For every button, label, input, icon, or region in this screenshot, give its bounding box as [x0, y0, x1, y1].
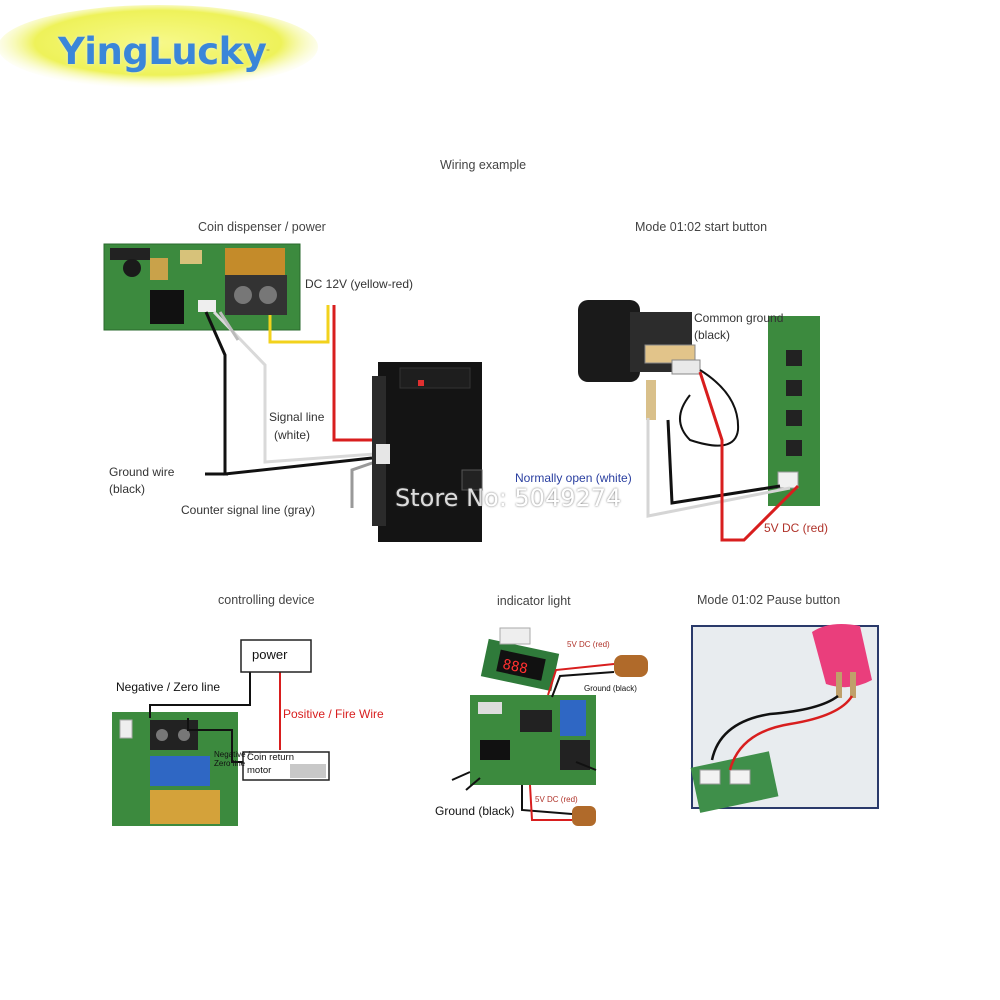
start-5vdc-label: 5V DC (red): [764, 521, 829, 535]
logo-ellipse: [0, 5, 318, 89]
positive-fire-label: Positive / Fire Wire: [283, 707, 384, 721]
svg-text:888: 888: [501, 657, 529, 678]
ground-wire-label: Ground wire: [109, 465, 175, 479]
coin-panel-caption: Coin dispenser / power: [198, 220, 326, 234]
negative-zero-label: Negative / Zero line: [116, 680, 221, 694]
indicator-5vdc-bottom-label: 5V DC (red): [535, 795, 578, 804]
control-panel-caption: controlling device: [218, 593, 315, 607]
brand-logo: YingLucky - - - -: [0, 0, 320, 92]
common-ground-label: Common ground: [694, 311, 784, 325]
indicator-5vdc-top-label: 5V DC (red): [567, 640, 610, 649]
page-title: Wiring example: [440, 158, 527, 172]
board-negative-label: Negative /: [214, 750, 251, 759]
signal-line-label: Signal line: [269, 410, 325, 424]
indicator-ground-top-label: Ground (black): [584, 684, 637, 693]
indicator-ground-label: Ground (black): [435, 804, 515, 818]
logo-dashes: - - - -: [238, 42, 271, 56]
power-box-label: power: [252, 647, 288, 662]
pause-panel-caption: Mode 01:02 Pause button: [697, 593, 841, 607]
store-watermark: Store No: 5049274: [395, 484, 622, 512]
indicator-panel-caption: indicator light: [497, 594, 571, 608]
start-panel-caption: Mode 01:02 start button: [635, 220, 768, 234]
dc12v-label: DC 12V (yellow-red): [305, 277, 414, 291]
coin-return-motor-label: motor: [247, 765, 272, 776]
coin-return-label: Coin return: [247, 752, 294, 763]
counter-signal-label: Counter signal line (gray): [181, 503, 316, 517]
signal-line-color-label: (white): [274, 428, 311, 442]
ground-wire-color-label: (black): [109, 482, 146, 496]
common-ground-color-label: (black): [694, 328, 731, 342]
normally-open-label: Normally open (white): [515, 471, 632, 485]
logo-text: YingLucky: [58, 30, 267, 73]
board-zero-line-label: Zero line: [214, 759, 246, 768]
